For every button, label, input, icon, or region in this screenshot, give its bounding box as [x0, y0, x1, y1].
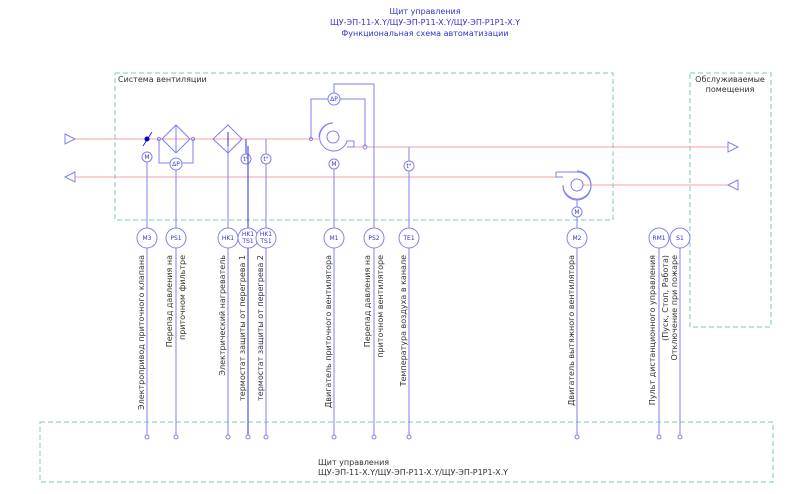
instrument-bubble — [165, 227, 187, 249]
device-tag: RM1 — [652, 235, 665, 242]
instrument-bubble — [255, 227, 277, 249]
svg-text:ΔP: ΔP — [330, 96, 338, 103]
device-label: термостат защиты от перегрева 1 — [238, 255, 247, 401]
device-label: Перепад давления на — [165, 255, 174, 347]
instrument-bubble — [669, 227, 691, 249]
device-tag: M3 — [143, 235, 152, 242]
terminal — [656, 434, 662, 440]
device-tag: PS1 — [170, 235, 181, 242]
device-label: Электрический нагреватель — [218, 255, 227, 376]
supply-duct — [64, 133, 740, 153]
device-label-2: приточном фильтре — [178, 255, 187, 340]
terminal — [574, 434, 580, 440]
terminal — [173, 434, 179, 440]
supply-outlet-arrow-icon — [727, 141, 740, 153]
device-label: Пульт дистанционного управления — [648, 255, 657, 405]
svg-text:t°: t° — [263, 156, 268, 163]
device-label: Электропривод приточного клапана — [137, 255, 146, 410]
rooms-label-2: помещения — [706, 85, 755, 94]
device-tag-2: TS1 — [241, 238, 253, 245]
ventilation-system-box — [114, 72, 614, 221]
device-label-2: (Пуск, Стоп, Работа) — [661, 255, 670, 341]
device-tag: M1 — [330, 235, 339, 242]
device-tag-2: TS1 — [259, 238, 271, 245]
svg-text:M: M — [144, 154, 149, 161]
terminal — [225, 434, 231, 440]
instrument-bubble — [566, 227, 588, 249]
instrument-bubble — [323, 227, 345, 249]
control-panel-box — [39, 421, 774, 483]
svg-text:M: M — [331, 161, 336, 168]
terminal — [245, 434, 251, 440]
svg-text:ΔP: ΔP — [172, 161, 180, 168]
device-tag: M2 — [573, 235, 582, 242]
terminal — [677, 434, 683, 440]
device-tag: HK1 — [260, 231, 272, 238]
device-label: Температура воздуха в канале — [399, 255, 408, 387]
device-label-2: приточном вентиляторе — [376, 255, 385, 358]
filter-icon: ΔP — [157, 124, 195, 171]
instrument-bubble — [136, 227, 158, 249]
device-label: Двигатель приточного вентилятора — [324, 255, 333, 408]
title-line1: Щит управления — [389, 7, 460, 16]
instrument-bubble — [648, 227, 670, 249]
panel-label-2: ЩУ-ЭП-11-X.Y/ЩУ-ЭП-P11-X.Y/ЩУ-ЭП-P1P1-X.… — [318, 468, 508, 477]
device-label: Перепад давления на — [363, 255, 372, 347]
device-label: Двигатель вытяжного вентилятора — [567, 255, 576, 406]
system-box-label: Система вентиляции — [118, 75, 207, 84]
device-tag: HK1 — [242, 231, 254, 238]
device-tag: HK1 — [222, 235, 234, 242]
heater-icon: t° t° — [212, 124, 272, 165]
svg-text:M: M — [574, 209, 579, 216]
device-tag: TE1 — [402, 235, 414, 242]
terminal — [371, 434, 377, 440]
instrument-bubble — [363, 227, 385, 249]
damper-icon: M — [141, 131, 153, 163]
exhaust-duct — [63, 171, 739, 191]
title-line2: ЩУ-ЭП-11-X.Y/ЩУ-ЭП-P11-X.Y/ЩУ-ЭП-P1P1-X.… — [330, 18, 520, 27]
panel-label-1: Щит управления — [318, 458, 389, 467]
temperature-sensor-icon: t° — [403, 147, 415, 172]
terminal — [263, 434, 269, 440]
svg-text:t°: t° — [243, 156, 248, 163]
terminal — [406, 434, 412, 440]
device-tag: PS2 — [368, 235, 379, 242]
device-label: термостат защиты от перегрева 2 — [256, 255, 265, 401]
supply-fan-icon: ΔP M — [309, 83, 375, 232]
terminal — [144, 434, 150, 440]
title-line3: Функциональная схема автоматизации — [341, 29, 508, 38]
svg-text:t°: t° — [406, 163, 411, 170]
served-rooms-box — [689, 72, 772, 328]
device-tag: S1 — [676, 235, 684, 242]
device-label: Отключение при пожаре — [670, 255, 679, 361]
terminal — [331, 434, 337, 440]
exhaust-fan-icon: M — [555, 170, 592, 218]
rooms-label-1: Обслуживаемые — [695, 75, 765, 84]
instrument-bubble — [398, 227, 420, 249]
